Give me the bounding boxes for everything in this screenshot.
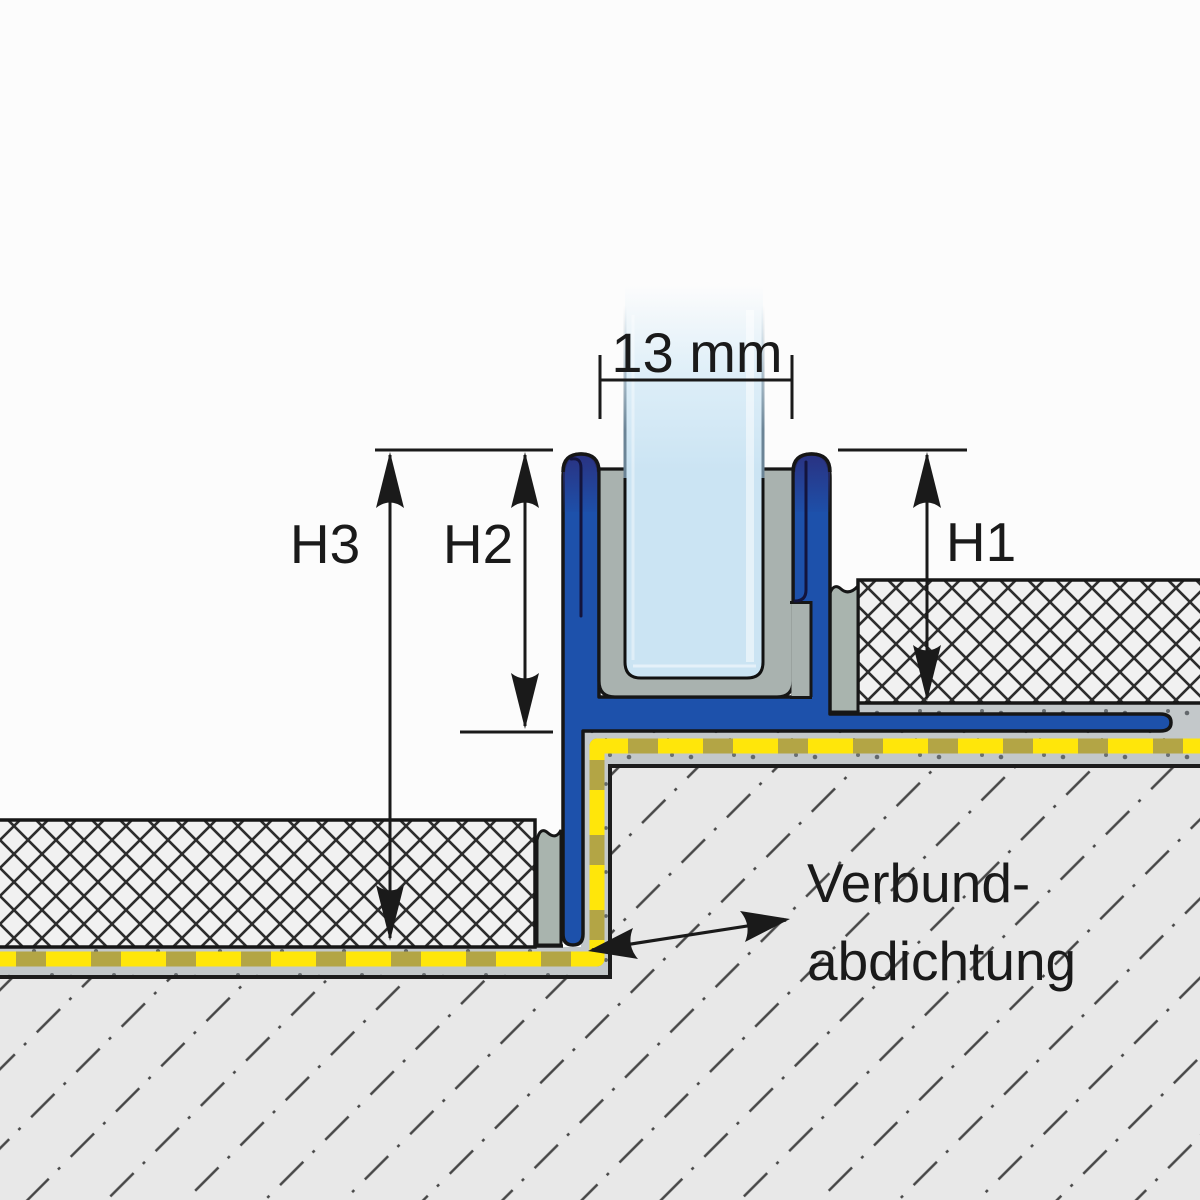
- gasket-dome-right-outline: [791, 452, 832, 473]
- glass-highlight: [746, 310, 754, 662]
- h3-arrow-up: [376, 452, 404, 508]
- dimension-h3: H3: [290, 452, 404, 941]
- callout-arrowhead-right: [740, 911, 790, 942]
- tile-lower-floor: [0, 818, 537, 949]
- h3-arrow-down: [376, 885, 404, 941]
- substrate-screed: [0, 766, 1200, 1200]
- callout-label-line2: abdichtung: [807, 930, 1076, 992]
- gasket-dome-right-shade: [793, 454, 830, 512]
- joint-spacer-left: [535, 829, 563, 947]
- h1-arrow-down: [913, 645, 941, 701]
- glass-outline-in-channel: [623, 478, 765, 680]
- callout-label-line1: Verbund-: [807, 852, 1030, 914]
- channel-right-lower: [791, 601, 812, 697]
- h2-arrow-up: [511, 452, 539, 508]
- dimension-width: 13 mm: [598, 321, 794, 419]
- h1-arrow-up: [913, 452, 941, 508]
- dimension-h1: H1: [913, 452, 1016, 701]
- gasket-dome-left-outline: [561, 452, 601, 473]
- substrate-outline: [0, 764, 1200, 979]
- tile-upper-floor: [856, 578, 1200, 705]
- h3-label: H3: [290, 513, 360, 575]
- joint-spacer-right: [827, 582, 860, 714]
- waterproofing-membrane: [0, 738, 1200, 967]
- h2-arrow-down: [511, 673, 539, 729]
- glass-fill: [625, 272, 763, 678]
- h2-label: H2: [443, 513, 513, 575]
- callout-arrowhead-left: [588, 928, 638, 959]
- callout-waterproofing: Verbund- abdichtung: [588, 852, 1076, 992]
- gasket-fold-line-right: [793, 460, 808, 603]
- substrate-hatch: [0, 766, 1200, 1200]
- dimension-h2: H2: [443, 452, 539, 729]
- gasket-fold-line-left: [569, 457, 583, 618]
- glass-panel: [623, 272, 765, 680]
- waterproofing-dashes: [0, 738, 1200, 967]
- width-label: 13 mm: [611, 321, 782, 384]
- h1-label: H1: [946, 511, 1016, 573]
